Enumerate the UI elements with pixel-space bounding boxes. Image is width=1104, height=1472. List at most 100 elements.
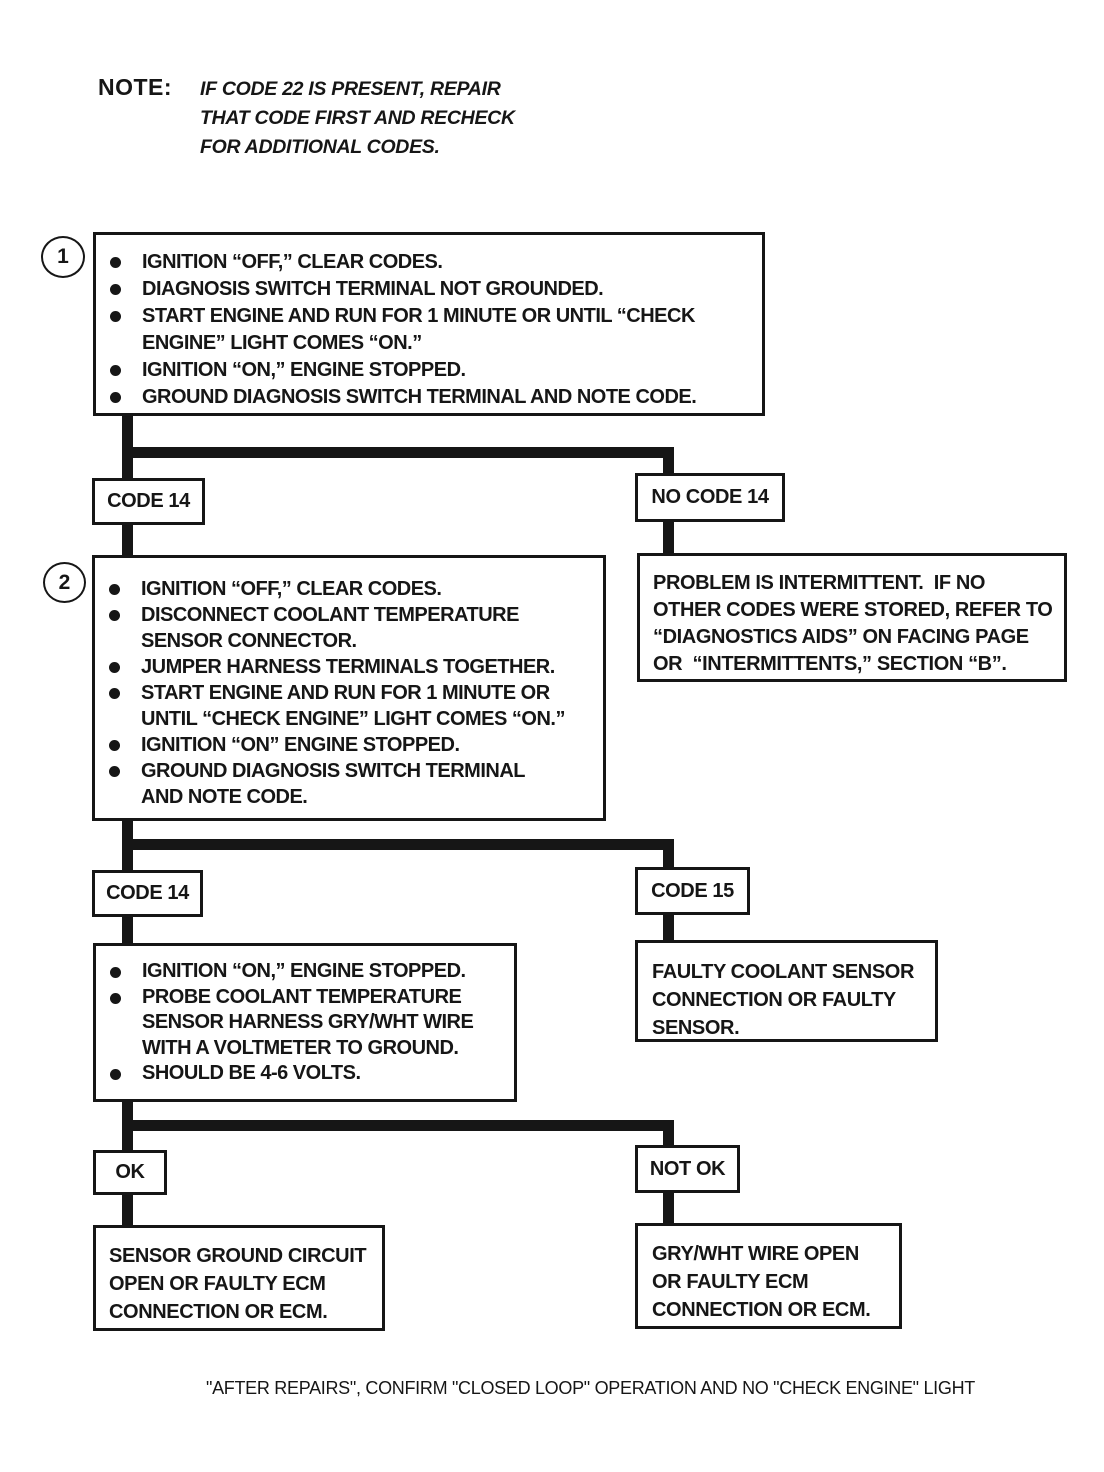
text-line: OTHER CODES WERE STORED, REFER TO: [653, 599, 1053, 621]
branch-label: CODE 15: [651, 879, 734, 902]
connector-line: [663, 1120, 674, 1147]
branch-code-15-box: CODE 15: [635, 867, 750, 915]
bullet-text: DISCONNECT COOLANT TEMPERATURE SENSOR CON…: [141, 602, 603, 654]
text-line: CONNECTION OR FAULTY: [652, 989, 896, 1011]
problem-intermittent-box: PROBLEM IS INTERMITTENT. IF NO OTHER CODE…: [637, 553, 1067, 682]
text-line: “DIAGNOSTICS AIDS” ON FACING PAGE: [653, 626, 1029, 648]
text-line: SHOULD BE 4-6 VOLTS.: [142, 1062, 361, 1084]
step-2-box: IGNITION “OFF,” CLEAR CODES.DISCONNECT C…: [92, 555, 606, 821]
bullet-icon: [110, 365, 121, 376]
bullet-text: GROUND DIAGNOSIS SWITCH TERMINAL AND NOT…: [142, 384, 762, 411]
connector-line: [122, 414, 133, 478]
after-repairs-footnote: "AFTER REPAIRS", CONFIRM "CLOSED LOOP" O…: [206, 1378, 975, 1398]
text-line: JUMPER HARNESS TERMINALS TOGETHER.: [141, 656, 555, 678]
step-2-number-circle: 2: [43, 562, 86, 603]
text-line: PROBE COOLANT TEMPERATURE: [142, 985, 462, 1008]
text-line: SENSOR HARNESS GRY/WHT WIRE: [142, 1011, 474, 1033]
step-1-number: 1: [57, 245, 69, 268]
bullet-icon: [109, 662, 120, 673]
bullet-text: IGNITION “OFF,” CLEAR CODES.: [142, 249, 762, 276]
bullet-text: SHOULD BE 4-6 VOLTS.: [142, 1061, 514, 1087]
text-line: START ENGINE AND RUN FOR 1 MINUTE OR: [141, 682, 550, 704]
branch-code-14-box: CODE 14: [92, 478, 205, 525]
text-line: IGNITION “ON,” ENGINE STOPPED.: [142, 960, 466, 982]
text-line: DISCONNECT COOLANT TEMPERATURE: [141, 604, 519, 626]
step-1-number-circle: 1: [41, 236, 85, 278]
branch-not-ok-box: NOT OK: [635, 1145, 740, 1193]
text-line: SENSOR CONNECTOR.: [141, 630, 357, 652]
connector-line: [122, 1193, 133, 1227]
bullet-item: PROBE COOLANT TEMPERATURE SENSOR HARNESS …: [96, 985, 514, 1062]
connector-line: [122, 523, 133, 557]
step-2-number: 2: [58, 570, 71, 594]
branch-ok-box: OK: [93, 1150, 167, 1195]
bullet-icon: [110, 1069, 121, 1080]
text-line: FOR ADDITIONAL CODES.: [200, 136, 440, 158]
step-3-bullets: IGNITION “ON,” ENGINE STOPPED. PROBE COOL…: [96, 959, 514, 1087]
bullet-text: IGNITION “ON,” ENGINE STOPPED.: [142, 959, 514, 985]
connector-line: [122, 839, 674, 850]
branch-label: CODE 14: [106, 882, 189, 904]
text-line: SENSOR.: [652, 1017, 740, 1039]
note-label: NOTE:: [98, 74, 173, 100]
bullet-icon: [109, 610, 120, 621]
step-1-box: IGNITION “OFF,” CLEAR CODES.DIAGNOSIS SW…: [93, 232, 765, 416]
bullet-text: IGNITION “ON” ENGINE STOPPED.: [141, 732, 603, 758]
connector-line: [663, 913, 674, 942]
bullet-icon: [110, 992, 121, 1004]
connector-line: [663, 520, 674, 555]
connector-line: [663, 447, 674, 475]
bullet-icon: [109, 740, 120, 751]
bullet-icon: [110, 284, 121, 295]
faulty-sensor-box: FAULTY COOLANT SENSOR CONNECTION OR FAULT…: [635, 940, 938, 1042]
text-line: START ENGINE AND RUN FOR 1 MINUTE OR UNT…: [142, 305, 695, 327]
bullet-icon: [109, 766, 120, 777]
text-line: SENSOR GROUND CIRCUIT: [109, 1245, 367, 1267]
bullet-item: IGNITION “OFF,” CLEAR CODES.: [95, 576, 603, 602]
connector-line: [122, 1120, 674, 1131]
text-line: WITH A VOLTMETER TO GROUND.: [142, 1036, 459, 1059]
connector-line: [122, 915, 133, 945]
bullet-item: GROUND DIAGNOSIS SWITCH TERMINAL AND NOT…: [96, 384, 762, 411]
step-1-bullets: IGNITION “OFF,” CLEAR CODES.DIAGNOSIS SW…: [96, 249, 762, 411]
branch-label: NO CODE 14: [651, 486, 769, 508]
bullet-icon: [109, 584, 120, 595]
bullet-item: IGNITION “OFF,” CLEAR CODES.: [96, 249, 762, 276]
bullet-item: IGNITION “ON” ENGINE STOPPED.: [95, 732, 603, 758]
bullet-item: IGNITION “ON,” ENGINE STOPPED.: [96, 959, 514, 985]
text-line: AND NOTE CODE.: [141, 786, 308, 808]
text-line: DIAGNOSIS SWITCH TERMINAL NOT GROUNDED.: [142, 278, 604, 300]
bullet-item: DIAGNOSIS SWITCH TERMINAL NOT GROUNDED.: [96, 276, 762, 303]
text-line: IF CODE 22 IS PRESENT, REPAIR: [200, 78, 501, 100]
connector-line: [122, 447, 674, 458]
text-line: OPEN OR FAULTY ECM: [109, 1273, 326, 1295]
text-line: OR “INTERMITTENTS,” SECTION “B”.: [653, 653, 1007, 675]
text-line: CONNECTION OR ECM.: [109, 1301, 328, 1323]
text-line: FAULTY COOLANT SENSOR: [652, 961, 914, 983]
bullet-item: START ENGINE AND RUN FOR 1 MINUTE OR UNT…: [96, 303, 762, 357]
bullet-icon: [110, 257, 121, 268]
step-2-bullets: IGNITION “OFF,” CLEAR CODES.DISCONNECT C…: [95, 576, 603, 810]
connector-line: [663, 839, 674, 869]
text-line: PROBLEM IS INTERMITTENT. IF NO: [653, 572, 986, 594]
bullet-icon: [110, 967, 121, 978]
bullet-item: SHOULD BE 4-6 VOLTS.: [96, 1061, 514, 1087]
text-line: IGNITION “OFF,” CLEAR CODES.: [141, 578, 442, 600]
bullet-text: IGNITION “OFF,” CLEAR CODES.: [141, 576, 603, 602]
bullet-item: DISCONNECT COOLANT TEMPERATURE SENSOR CON…: [95, 602, 603, 654]
terminal-text: PROBLEM IS INTERMITTENT. IF NO OTHER CODE…: [653, 570, 1053, 678]
branch-label: CODE 14: [107, 490, 190, 512]
bullet-icon: [110, 392, 121, 403]
bullet-text: JUMPER HARNESS TERMINALS TOGETHER.: [141, 654, 603, 680]
terminal-text: FAULTY COOLANT SENSOR CONNECTION OR FAULT…: [652, 958, 925, 1042]
bullet-text: START ENGINE AND RUN FOR 1 MINUTE OR UNT…: [142, 303, 762, 357]
branch-label: NOT OK: [649, 1157, 726, 1180]
